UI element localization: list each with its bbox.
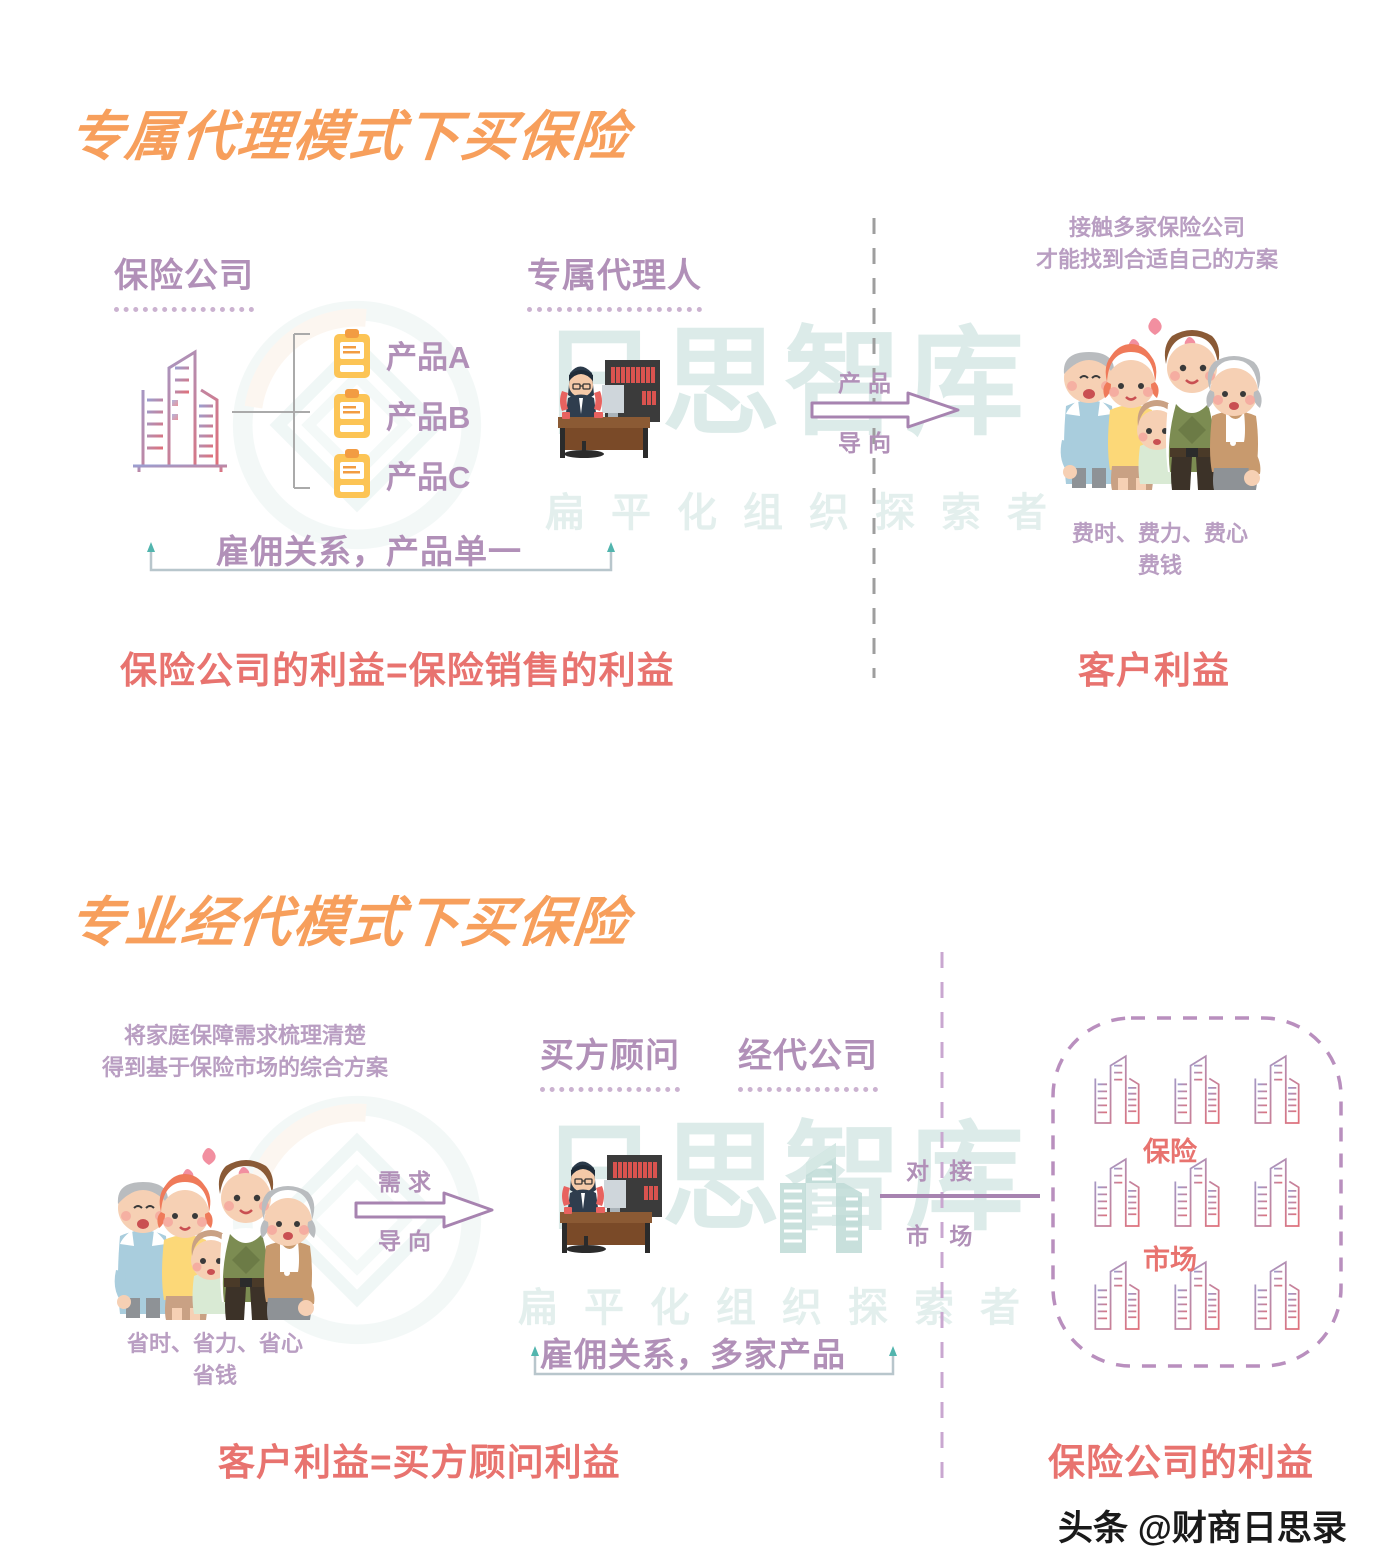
- family-illustration-bottom: [112, 1130, 317, 1320]
- customer-contact-note-line2: 才能找到合适自己的方案: [1035, 246, 1278, 272]
- customer-savings-note-line1: 省时、省力、省心: [126, 1331, 303, 1356]
- node-label-brokerage: 经代公司: [738, 1028, 878, 1092]
- market-label-line1: 保险: [1143, 1137, 1197, 1167]
- arrow-label-market-bottom: 市 场: [906, 1223, 980, 1249]
- product-name: 产品A: [386, 339, 471, 375]
- insurance-market-building-grid: [1047, 1012, 1347, 1372]
- node-label-brokerage-text: 经代公司: [738, 1037, 878, 1075]
- customer-savings-note-line2: 省钱: [192, 1362, 237, 1388]
- market-building-icon: [1249, 1260, 1305, 1330]
- product-row: 产品B: [332, 388, 470, 440]
- node-label-exclusive-agent-text: 专属代理人: [527, 257, 702, 295]
- product-name: 产品C: [386, 459, 471, 495]
- clipboard-icon: [334, 449, 370, 498]
- advisor-at-desk-illustration: [552, 1150, 682, 1255]
- insurance-market-container: [1047, 1012, 1347, 1372]
- family-illustration-top: [1058, 300, 1263, 490]
- arrow-label-product-top: 产品: [838, 370, 898, 396]
- section-1-conclusion-left: 保险公司的利益=保险销售的利益: [120, 650, 675, 691]
- market-building-icon: [1249, 1054, 1305, 1125]
- insurer-product-connector: [232, 330, 312, 510]
- node-label-insurer-text: 保险公司: [114, 257, 254, 295]
- section-2-title: 专业经代模式下买保险: [66, 893, 633, 953]
- market-building-icon: [1089, 1157, 1145, 1227]
- market-building-icon: [1249, 1157, 1305, 1227]
- section-2-conclusion-left: 客户利益=买方顾问利益: [218, 1442, 621, 1483]
- employment-bracket: [146, 540, 616, 576]
- brokerage-building-icon: [762, 1135, 882, 1260]
- section-2-conclusion-right: 保险公司的利益: [1048, 1442, 1314, 1483]
- node-label-buyer-advisor-text: 买方顾问: [540, 1037, 680, 1075]
- clipboard-icon: [334, 389, 370, 438]
- market-building-icon: [1169, 1054, 1225, 1125]
- section-2-divider: [940, 952, 944, 1492]
- bracket-caption-employment-single: 雇佣关系，产品单一: [216, 533, 522, 570]
- customer-savings-note: 省时、省力、省心 省钱: [110, 1328, 320, 1392]
- customer-contact-note: 接触多家保险公司 才能找到合适自己的方案: [1012, 212, 1302, 276]
- market-label-line2: 市场: [1143, 1245, 1197, 1275]
- market-connection-line: [880, 1190, 1040, 1202]
- customer-cost-note: 费时、费力、费心 费钱: [1050, 518, 1270, 582]
- product-row: 产品A: [332, 328, 470, 380]
- section-1-conclusion-right: 客户利益: [1078, 650, 1230, 691]
- employment-bracket-multi: [530, 1344, 898, 1380]
- node-label-exclusive-agent: 专属代理人: [527, 248, 702, 312]
- arrow-label-demand-top: 需求: [378, 1169, 438, 1195]
- customer-contact-note-line1: 接触多家保险公司: [1068, 215, 1245, 240]
- market-building-icon: [1169, 1157, 1225, 1227]
- section-1-title: 专属代理模式下买保险: [66, 107, 633, 167]
- dotted-underline: [540, 1083, 680, 1092]
- customer-cost-note-line1: 费时、费力、费心: [1071, 521, 1248, 546]
- product-row: 产品C: [332, 448, 470, 500]
- dotted-underline: [738, 1083, 878, 1092]
- product-name: 产品B: [386, 399, 471, 435]
- market-building-icon: [1089, 1054, 1145, 1125]
- insurer-building-icon: [125, 338, 235, 478]
- dotted-underline: [527, 303, 702, 312]
- node-label-buyer-advisor: 买方顾问: [540, 1028, 680, 1092]
- clipboard-icon: [334, 329, 370, 378]
- arrow-label-product-bottom: 导向: [838, 430, 898, 456]
- dotted-underline: [114, 303, 254, 312]
- arrow-label-demand-bottom: 导向: [378, 1228, 438, 1254]
- market-building-icon: [1089, 1260, 1145, 1330]
- demand-summary-note-line2: 得到基于保险市场的综合方案: [101, 1054, 388, 1080]
- bracket-caption-employment-multi: 雇佣关系，多家产品: [540, 1336, 846, 1373]
- product-oriented-arrow: [808, 390, 963, 430]
- customer-cost-note-line2: 费钱: [1137, 552, 1182, 578]
- market-building-icon: [1169, 1260, 1225, 1330]
- demand-summary-note-line1: 将家庭保障需求梳理清楚: [123, 1023, 366, 1048]
- demand-summary-note: 将家庭保障需求梳理清楚 得到基于保险市场的综合方案: [80, 1020, 410, 1084]
- byline-watermark: 头条 @财商日思录: [1058, 1509, 1347, 1548]
- agent-at-desk-illustration: [550, 355, 680, 460]
- node-label-insurer: 保险公司: [114, 248, 254, 312]
- watermark-sub-text-bottom: 扁平化组织探索者: [518, 1286, 1046, 1330]
- watermark-sub-text-top: 扁平化组织探索者: [545, 491, 1073, 535]
- arrow-label-market-top: 对 接: [906, 1158, 980, 1184]
